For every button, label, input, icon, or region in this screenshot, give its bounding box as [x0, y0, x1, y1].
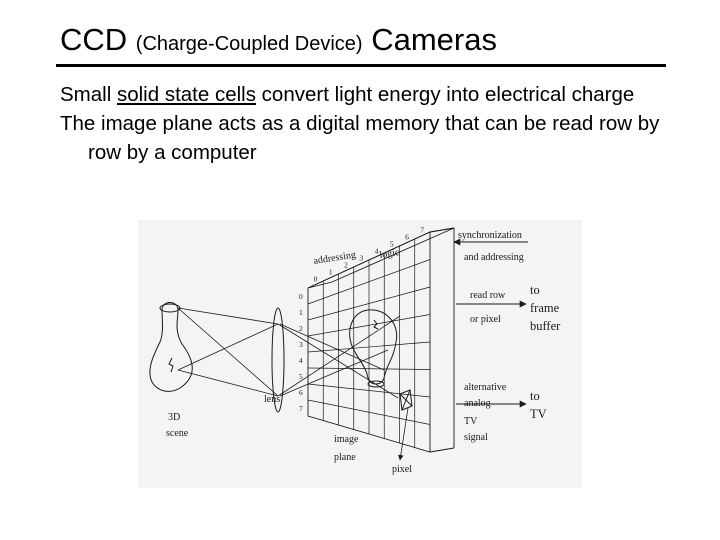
- label-plane: plane: [334, 452, 356, 463]
- row-numbers: 0 1 2 3 4 5 6 7: [299, 292, 303, 413]
- bullet-1-suffix: convert light energy into electrical cha…: [255, 83, 635, 106]
- grid-row-line: [307, 399, 431, 425]
- grid-row-line: [307, 259, 431, 305]
- bullet-item: The image plane acts as a digital memory…: [60, 112, 660, 164]
- label-or-pixel: or pixel: [470, 314, 501, 325]
- column-number: 0: [314, 275, 318, 284]
- column-number: 2: [344, 261, 348, 270]
- label-tv-output: TV: [530, 407, 547, 421]
- column-number: 3: [359, 254, 363, 263]
- label-alternative: alternative: [464, 382, 507, 393]
- label-image: image: [334, 434, 359, 445]
- label-scene: scene: [166, 428, 189, 439]
- label-and-addressing: and addressing: [464, 252, 524, 263]
- bullet-list: Small solid state cells convert light en…: [60, 80, 680, 167]
- row-number: 2: [299, 324, 303, 333]
- row-number: 1: [299, 308, 303, 317]
- label-to-tv: to: [530, 389, 540, 403]
- row-number: 3: [299, 340, 303, 349]
- label-synchronization: synchronization: [458, 230, 522, 241]
- grid-lines: [307, 239, 431, 448]
- row-number: 6: [299, 388, 303, 397]
- column-number: 1: [329, 268, 333, 277]
- label-addressing: addressing: [313, 249, 357, 267]
- row-number: 4: [299, 356, 303, 365]
- grid-row-line: [307, 367, 431, 370]
- bullet-1-underlined: solid state cells: [116, 83, 256, 106]
- pixel-marker-icon: [399, 389, 413, 411]
- light-rays: [177, 307, 401, 399]
- label-tv: TV: [464, 416, 478, 427]
- row-number: 5: [299, 372, 303, 381]
- column-numbers: 0 1 2 3 4 5 6 7: [314, 226, 425, 284]
- label-logic: logic: [379, 247, 401, 261]
- ccd-camera-diagram: 0 1 2 3 4 5 6 7 0 1 2 3 4 5 6 7 synchronization and ad…: [138, 220, 582, 488]
- grid-row-line: [307, 383, 431, 398]
- image-plane-grid: [307, 227, 455, 453]
- column-number: 6: [405, 233, 409, 242]
- bullet-item: Small solid state cells convert light en…: [60, 80, 680, 109]
- row-number: 7: [299, 404, 303, 413]
- grid-row-line: [307, 341, 431, 353]
- grid-row-line: [307, 314, 431, 337]
- label-frame: frame: [530, 301, 560, 315]
- title-tail: Cameras: [371, 22, 497, 57]
- slide-title: CCD (Charge-Coupled Device) Cameras: [60, 20, 497, 64]
- column-number: 7: [420, 226, 424, 235]
- grid-row-line: [307, 286, 431, 321]
- title-parenthetical: (Charge-Coupled Device): [135, 33, 363, 55]
- inverted-bulb-icon: [349, 309, 398, 388]
- lens-icon: [271, 307, 285, 413]
- column-number: 5: [390, 240, 394, 249]
- label-signal: signal: [464, 432, 488, 443]
- title-divider: [56, 64, 666, 67]
- label-to-frame: to: [530, 283, 540, 297]
- label-3d: 3D: [168, 412, 180, 423]
- label-buffer: buffer: [530, 319, 561, 333]
- row-number: 0: [299, 292, 303, 301]
- column-number: 4: [375, 247, 379, 256]
- diagram-svg: 0 1 2 3 4 5 6 7 0 1 2 3 4 5 6 7 synchronization and ad…: [149, 226, 561, 475]
- title-main: CCD: [60, 22, 128, 57]
- label-read-row: read row: [470, 290, 506, 301]
- signal-arrows: [397, 238, 528, 461]
- label-lens: lens: [264, 394, 280, 405]
- bullet-1-prefix: Small: [60, 83, 117, 106]
- label-pixel: pixel: [392, 464, 412, 475]
- label-analog: analog: [464, 398, 491, 409]
- scene-bulb-icon: [149, 302, 193, 392]
